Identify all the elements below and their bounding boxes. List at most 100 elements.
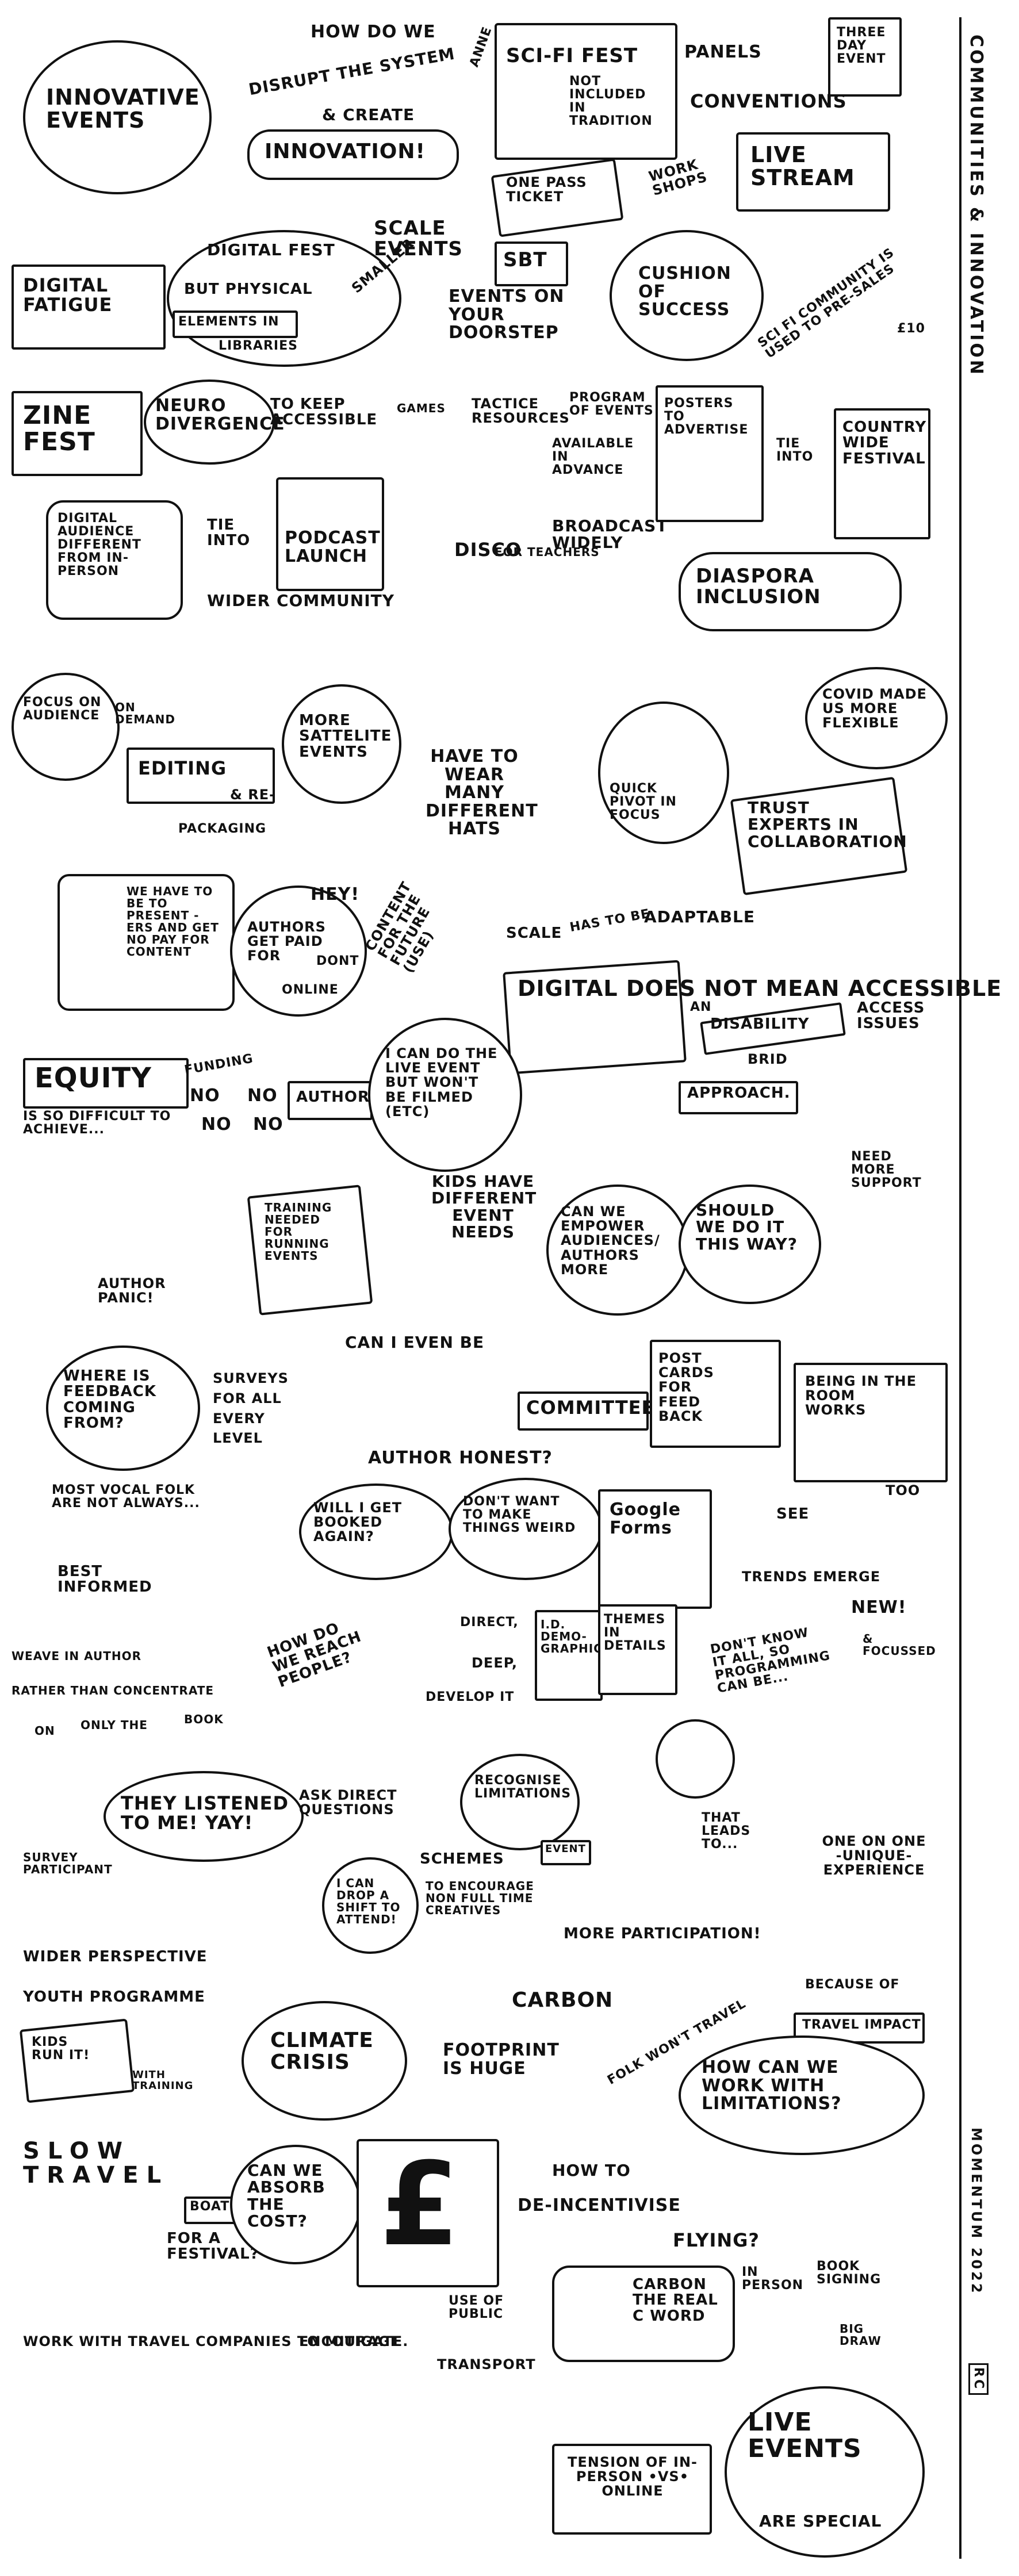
live-events-burst xyxy=(725,2386,925,2558)
shift-bubble xyxy=(322,1857,419,1954)
diaspora-cloud xyxy=(679,552,902,631)
envelope-shape xyxy=(794,1363,948,1482)
in-person: IN PERSON xyxy=(742,2265,804,2293)
live-stream-screen xyxy=(736,132,890,212)
innovation-label: INNOVATION! xyxy=(265,140,426,163)
pound-box xyxy=(357,2139,499,2287)
trust-experts: TRUST EXPERTS IN COLLABORATION xyxy=(748,798,907,851)
countrywide-festival: COUNTRY WIDE FESTIVAL xyxy=(842,419,927,467)
flying-label: FLYING? xyxy=(673,2229,760,2251)
available-advance: AVAILABLE IN ADVANCE xyxy=(552,436,634,478)
digital-fest-bubble xyxy=(167,230,401,367)
drop-a-shift: I CAN DROP A SHIFT TO ATTEND! xyxy=(336,1876,401,1926)
sbt-box xyxy=(495,241,568,286)
equity-label: EQUITY xyxy=(35,1062,152,1094)
kids-needs: KIDS HAVE DIFFERENT EVENT NEEDS xyxy=(431,1172,537,1242)
tension-sign xyxy=(552,2444,712,2535)
dont-label: DONT xyxy=(316,954,359,968)
trends-emerge: TRENDS EMERGE xyxy=(742,1569,881,1585)
innovative-events-title: INNOVATIVE EVENTS xyxy=(46,85,200,133)
youth-programme: YOUTH PROGRAMME xyxy=(23,1988,205,2006)
for-a-festival: FOR A FESTIVAL? xyxy=(167,2230,259,2263)
disco-label: DISCO xyxy=(454,539,522,561)
pound-sign: £ xyxy=(380,2138,461,2272)
surveys-list: SURVEYS FOR ALL EVERY LEVEL xyxy=(213,1370,289,1447)
scale-label: SCALE xyxy=(506,925,562,942)
one-on-one: ONE ON ONE -UNIQUE- EXPERIENCE xyxy=(822,1833,926,1879)
work-with-limitations: HOW CAN WE WORK WITH LIMITATIONS? xyxy=(702,2057,842,2114)
make-things-weird: DON'T WANT TO MAKE THINGS WEIRD xyxy=(463,1494,576,1536)
schemes-label: SCHEMES xyxy=(420,1850,504,1868)
event-label: EVENT xyxy=(545,1843,586,1855)
podcast-launch: PODCAST LAUNCH xyxy=(285,528,381,566)
deep-label: DEEP, xyxy=(472,1655,518,1671)
new-label: NEW! xyxy=(851,1597,907,1617)
innovation-banner xyxy=(247,129,459,180)
live-event-bubble xyxy=(368,1018,522,1172)
more-participation: MORE PARTICIPATION! xyxy=(564,1925,761,1942)
scale-events: SCALE EVENTS xyxy=(374,217,463,260)
absorb-cost: CAN WE ABSORB THE COST? xyxy=(247,2161,325,2231)
see-label: SEE xyxy=(776,1505,810,1523)
funding-label: FUNDING xyxy=(183,1051,255,1078)
on-demand: ON DEMAND xyxy=(115,700,175,726)
use-of-public: USE OF PUBLIC xyxy=(449,2294,504,2322)
carbon-c-word: CARBON THE REAL C WORD xyxy=(633,2276,718,2325)
no-label-4: NO xyxy=(253,1114,284,1134)
recognise-limitations: RECOGNISE LIMITATIONS xyxy=(474,1773,572,1801)
pivot-clock xyxy=(598,702,729,844)
how-reach-people: HOW DO WE REACH PEOPLE? xyxy=(265,1619,364,1691)
posters-label: POSTERS TO ADVERTISE xyxy=(664,396,749,438)
boats-label: BOATS xyxy=(190,2199,240,2214)
wider-community: WIDER COMMUNITY xyxy=(207,591,395,610)
for-teachers: FOR TEACHERS xyxy=(495,545,600,559)
anne-label: ANNE xyxy=(467,25,495,70)
digital-audience-box xyxy=(46,500,183,620)
sidebar-credit: MOMENTUM 2022 xyxy=(968,2128,984,2295)
live-events-label: LIVE EVENTS xyxy=(748,2408,862,2464)
online-label: ONLINE xyxy=(282,983,339,997)
zine-fest: ZINE FEST xyxy=(23,401,95,457)
author-panic: AUTHOR PANIC! xyxy=(98,1275,166,1306)
empower-audiences: CAN WE EMPOWER AUDIENCES/ AUTHORS MORE xyxy=(561,1203,660,1278)
themes-details: THEMES IN DETAILS xyxy=(604,1612,666,1654)
events-doorstep: EVENTS ON YOUR DOORSTEP xyxy=(449,286,565,343)
lightbulb-shape xyxy=(23,40,212,194)
broadcast-widely: BROADCAST WIDELY xyxy=(552,516,668,553)
zine-fest-box xyxy=(12,391,143,476)
authors-get-paid: AUTHORS GET PAID FOR xyxy=(247,919,326,964)
listened-bubble xyxy=(104,1771,304,1862)
brid-label: BRID xyxy=(748,1051,788,1067)
committee-box xyxy=(518,1392,649,1431)
how-to: HOW TO xyxy=(552,2161,631,2180)
focus-on-audience: FOCUS ON AUDIENCE xyxy=(23,695,102,723)
hey-label: HEY! xyxy=(311,884,360,904)
on-label: ON xyxy=(35,1724,55,1738)
editing-label: EDITING xyxy=(138,757,227,779)
digital-fatigue: DIGITAL FATIGUE xyxy=(23,274,113,316)
weave-in-author: WEAVE IN AUTHOR xyxy=(12,1649,141,1663)
diaspora-inclusion: DIASPORA INCLUSION xyxy=(696,565,821,608)
they-listened: THEY LISTENED TO ME! YAY! xyxy=(121,1792,289,1834)
rather-concentrate: RATHER THAN CONCENTRATE xyxy=(12,1684,214,1697)
neuro-divergence: NEURO DIVERGENCE xyxy=(155,396,285,434)
carbon-label: CARBON xyxy=(512,1988,614,2012)
carbon-c-box xyxy=(552,2266,735,2362)
book-label: BOOK xyxy=(184,1712,224,1726)
keep-accessible: TO KEEP ACCESSIBLE xyxy=(270,396,378,429)
not-included: NOT INCLUDED IN TRADITION xyxy=(569,74,653,129)
recognise-bubble xyxy=(460,1754,580,1850)
only-the: ONLY THE xyxy=(81,1718,148,1732)
football-ball xyxy=(656,1719,735,1799)
approach-box xyxy=(679,1081,798,1114)
themes-card xyxy=(598,1604,677,1695)
survey-participant: SURVEY PARTICIPANT xyxy=(23,1850,113,1876)
one-pass-ticket: ONE PASS TICKET xyxy=(506,174,587,205)
focussed-label: & FOCUSSED xyxy=(863,1632,936,1658)
quick-pivot: QUICK PIVOT IN FOCUS xyxy=(610,781,677,823)
access-issues: ACCESS ISSUES xyxy=(857,999,925,1033)
digital-audience: DIGITAL AUDIENCE DIFFERENT FROM IN-PERSO… xyxy=(58,511,141,579)
feedback-from: WHERE IS FEEDBACK COMING FROM? xyxy=(63,1367,157,1432)
three-day-box xyxy=(828,17,902,97)
scifi-fest: SCI-FI FEST xyxy=(506,44,638,67)
